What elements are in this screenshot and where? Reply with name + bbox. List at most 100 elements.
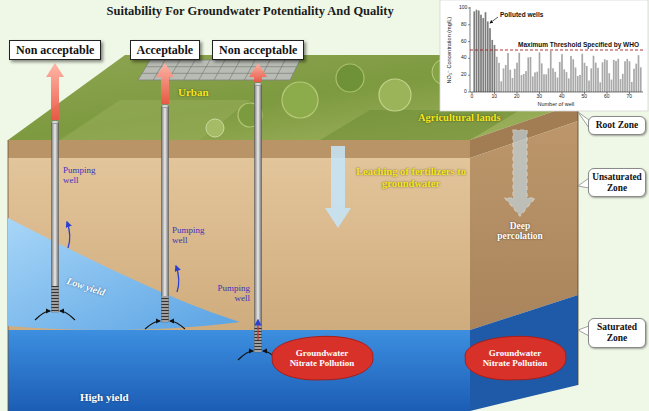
- inflow-arrow: [238, 351, 253, 360]
- tick-label-holder: 60: [461, 39, 467, 45]
- unsaturated-zone-band: [8, 158, 470, 330]
- bar: [559, 62, 561, 92]
- bar: [566, 72, 568, 92]
- well-cap: [52, 121, 59, 124]
- inflow-arrow: [170, 321, 185, 329]
- well-casing: [162, 106, 169, 322]
- chart-annotation-holder: Polluted wells: [500, 11, 543, 18]
- verdict-box: Non acceptable: [212, 40, 304, 60]
- bar: [482, 18, 484, 92]
- bar: [494, 45, 496, 92]
- tick-label: 20: [461, 72, 467, 78]
- well-label-holder: Pumping well: [63, 166, 107, 186]
- suitability-arrow: [156, 63, 174, 104]
- bar: [521, 75, 523, 92]
- tick-label: 0: [464, 89, 467, 95]
- tick-label-holder: 70: [627, 94, 633, 100]
- bar: [624, 61, 626, 92]
- bar: [554, 72, 556, 92]
- tick-label-holder: 10: [492, 94, 498, 100]
- street-line: [146, 66, 297, 67]
- bar: [552, 68, 554, 92]
- bar: [622, 74, 624, 92]
- bar: [518, 53, 520, 92]
- bar: [608, 73, 610, 92]
- suitability-arrow: [46, 63, 64, 120]
- street-line: [275, 60, 285, 80]
- bar-series: [473, 10, 641, 92]
- bar: [478, 11, 480, 92]
- well-label: Pumping well: [206, 284, 250, 304]
- bar: [631, 82, 633, 92]
- bar: [539, 52, 541, 92]
- bar: [516, 63, 518, 92]
- well-casing: [52, 122, 59, 312]
- bar: [541, 63, 543, 92]
- chart-annotation-holder: Maximum Threshold Specified by WHO: [518, 41, 639, 48]
- yield-label-holder: Low yield: [65, 275, 106, 298]
- tick-label-holder: 40: [559, 94, 565, 100]
- tick-label: 40: [559, 94, 565, 100]
- street-line: [214, 60, 225, 80]
- bar: [496, 57, 498, 92]
- bar: [473, 11, 475, 92]
- bar: [550, 51, 552, 92]
- pivot-field: [206, 119, 224, 137]
- tick-label: 0: [471, 94, 474, 100]
- well-label-holder: Pumping well: [172, 226, 216, 246]
- bar: [611, 80, 613, 92]
- tick-label-holder: 80: [461, 22, 467, 28]
- bar: [487, 21, 489, 92]
- bar: [617, 59, 619, 92]
- process-label: Deep percolation: [492, 221, 548, 242]
- well-cap: [255, 83, 262, 86]
- tick-label: 10: [492, 94, 498, 100]
- flow-arrow: [176, 266, 179, 292]
- bar: [527, 57, 529, 92]
- verdict-box: Non acceptable: [9, 40, 101, 60]
- well-cap: [162, 105, 169, 108]
- chart-annotation: Maximum Threshold Specified by WHO: [518, 41, 639, 48]
- bar: [597, 68, 599, 92]
- bar: [635, 64, 637, 92]
- bar: [503, 68, 505, 92]
- pivot-field: [379, 79, 411, 111]
- unsaturated-zone-band: [470, 121, 578, 330]
- yield-label: Low yield: [65, 275, 106, 298]
- yield-label-holder: High yield: [80, 391, 129, 403]
- tick-label: 80: [461, 22, 467, 28]
- bar: [615, 61, 617, 92]
- tick-label-holder: 30: [537, 94, 543, 100]
- bar: [545, 74, 547, 92]
- bar: [572, 59, 574, 92]
- bar: [532, 76, 534, 92]
- bar: [480, 15, 482, 92]
- bar: [534, 72, 536, 92]
- zone-callout: Root Zone: [588, 116, 646, 135]
- well-screen: [162, 296, 169, 322]
- node-text: Acceptable: [137, 43, 194, 57]
- flow-arrow: [257, 320, 258, 340]
- tick-label-holder: 60: [604, 94, 610, 100]
- chart-annotation: Polluted wells: [500, 11, 543, 18]
- leaching-arrow: [325, 146, 351, 228]
- tick-label-holder: 0: [471, 94, 474, 100]
- axis-title-holder: NO₃⁻ Concentration (mg/L): [446, 17, 452, 84]
- tick-label-holder: 20: [461, 72, 467, 78]
- yield-label: High yield: [80, 391, 129, 403]
- axis-title-holder: Number of well: [538, 101, 575, 107]
- node-text: Unsaturated Zone: [592, 172, 642, 193]
- y-axis: [470, 7, 471, 92]
- axis-title: NO₃⁻ Concentration (mg/L): [446, 17, 452, 84]
- tick-label-holder: 20: [514, 94, 520, 100]
- pivot-field: [282, 82, 318, 118]
- node-text: Non acceptable: [219, 43, 297, 57]
- area-label-holder: Agricultural lands: [418, 112, 501, 123]
- bar: [638, 55, 640, 92]
- process-label-holder: Leaching of fertilizers to groundwater: [356, 166, 466, 190]
- bar: [626, 59, 628, 92]
- bar: [476, 10, 478, 92]
- tick-label: 50: [582, 94, 588, 100]
- tick-label-holder: 40: [461, 55, 467, 61]
- flow-arrow: [67, 222, 70, 248]
